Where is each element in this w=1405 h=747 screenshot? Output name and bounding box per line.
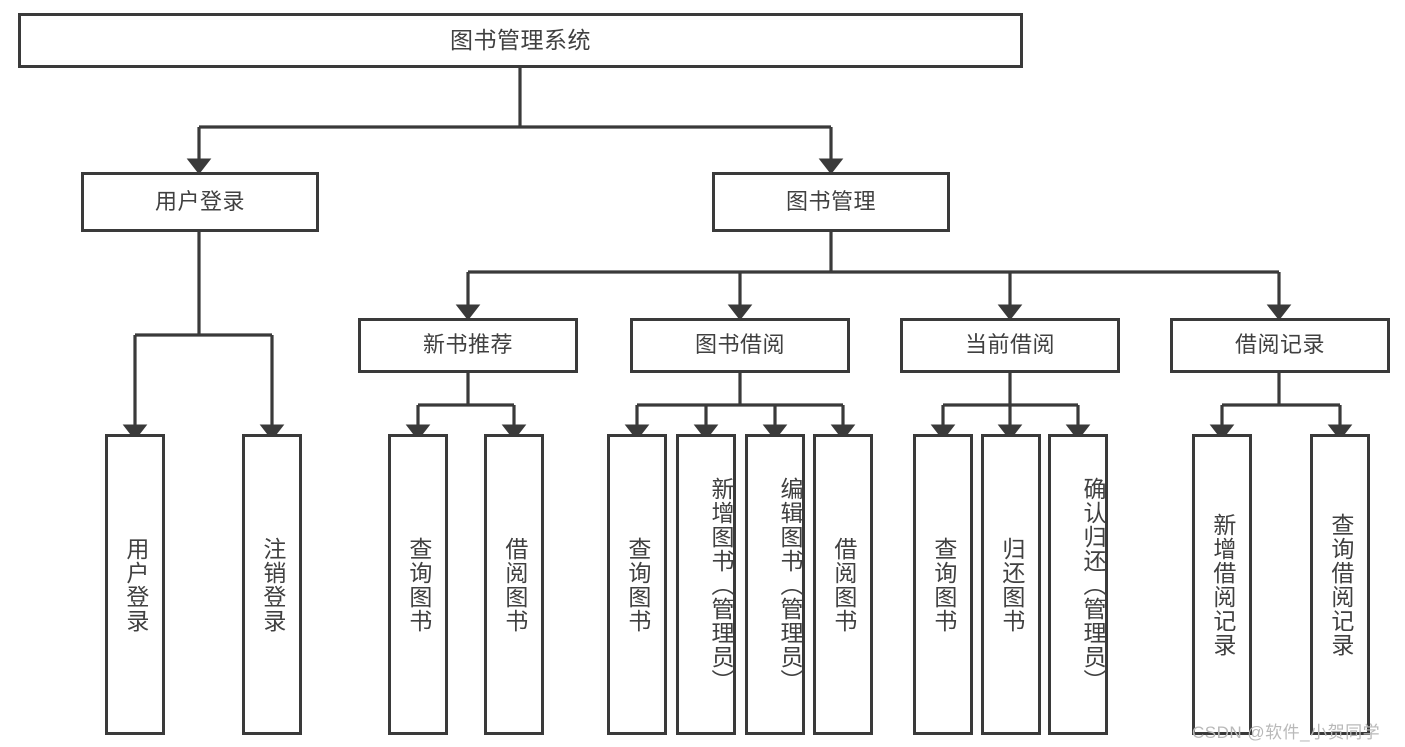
leaf-book-borrow-edit-book-admin[interactable]: 编辑图书（管理员） bbox=[745, 434, 805, 735]
node-user-login[interactable]: 用户登录 bbox=[81, 172, 319, 232]
leaf-new-book-query-book[interactable]: 查询图书 bbox=[388, 434, 448, 735]
leaf-book-borrow-add-book-admin[interactable]: 新增图书（管理员） bbox=[676, 434, 736, 735]
csdn-watermark: CSDN @软件_小贺同学 bbox=[1192, 723, 1381, 742]
leaf-user-login-login[interactable]: 用户登录 bbox=[105, 434, 165, 735]
leaf-current-borrow-query-book[interactable]: 查询图书 bbox=[913, 434, 973, 735]
leaf-current-borrow-return-book[interactable]: 归还图书 bbox=[981, 434, 1041, 735]
node-current-borrow[interactable]: 当前借阅 bbox=[900, 318, 1120, 373]
leaf-new-book-borrow-book[interactable]: 借阅图书 bbox=[484, 434, 544, 735]
node-new-book-recommend[interactable]: 新书推荐 bbox=[358, 318, 578, 373]
node-borrow-record[interactable]: 借阅记录 bbox=[1170, 318, 1390, 373]
leaf-user-login-logout[interactable]: 注销登录 bbox=[242, 434, 302, 735]
leaf-current-borrow-confirm-return-admin[interactable]: 确认归还（管理员） bbox=[1048, 434, 1108, 735]
node-book-borrow[interactable]: 图书借阅 bbox=[630, 318, 850, 373]
leaf-book-borrow-query-book[interactable]: 查询图书 bbox=[607, 434, 667, 735]
node-book-management[interactable]: 图书管理 bbox=[712, 172, 950, 232]
leaf-borrow-record-add-record[interactable]: 新增借阅记录 bbox=[1192, 434, 1252, 735]
leaf-borrow-record-query-record[interactable]: 查询借阅记录 bbox=[1310, 434, 1370, 735]
node-root-system[interactable]: 图书管理系统 bbox=[18, 13, 1023, 68]
leaf-book-borrow-borrow-book[interactable]: 借阅图书 bbox=[813, 434, 873, 735]
